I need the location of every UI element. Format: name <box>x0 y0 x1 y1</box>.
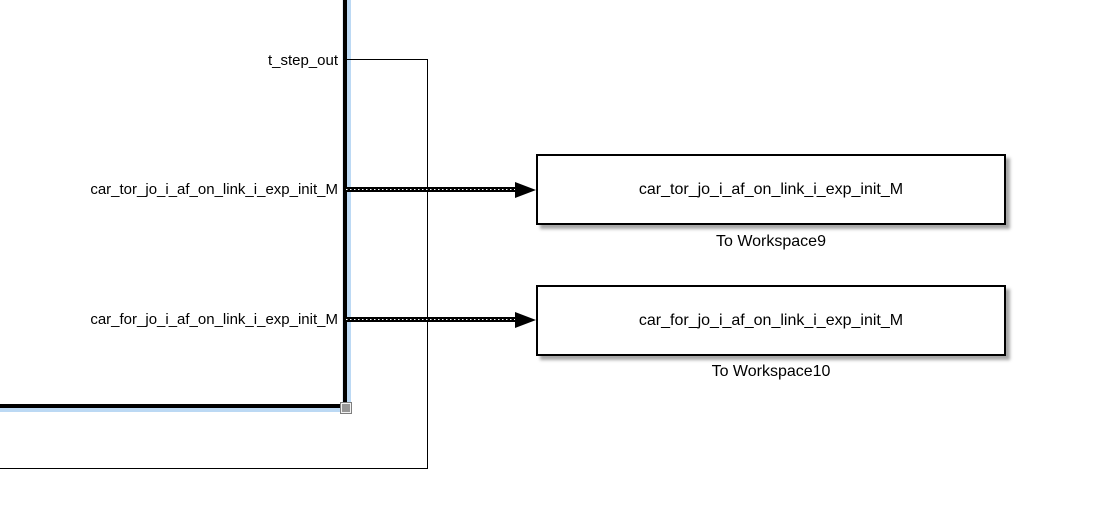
wire-t-step-out-bottom[interactable] <box>0 468 428 469</box>
arrowhead-car-tor-icon <box>515 182 536 198</box>
to-workspace10-name[interactable]: To Workspace10 <box>711 363 831 380</box>
to-workspace9-block[interactable]: car_tor_jo_i_af_on_link_i_exp_init_M <box>536 154 1006 225</box>
wire-t-step-out-vertical[interactable] <box>427 59 428 469</box>
to-workspace10-block[interactable]: car_for_jo_i_af_on_link_i_exp_init_M <box>536 285 1006 356</box>
wire-t-step-out-horizontal[interactable] <box>346 59 428 60</box>
subsystem-resize-handle[interactable] <box>341 403 351 413</box>
to-workspace9-name[interactable]: To Workspace9 <box>716 233 826 250</box>
arrowhead-car-for-icon <box>515 312 536 328</box>
port-label-t-step-out: t_step_out <box>267 52 338 69</box>
port-label-car-for: car_for_jo_i_af_on_link_i_exp_init_M <box>90 311 338 328</box>
wire-car-tor-signal[interactable] <box>346 187 516 192</box>
wire-car-for-signal[interactable] <box>346 317 516 322</box>
port-label-car-tor: car_tor_jo_i_af_on_link_i_exp_init_M <box>90 181 338 198</box>
subsystem-block-right-edge[interactable] <box>342 0 351 408</box>
to-workspace9-variable: car_tor_jo_i_af_on_link_i_exp_init_M <box>638 180 904 198</box>
subsystem-block-bottom-edge[interactable] <box>0 404 346 412</box>
to-workspace10-variable: car_for_jo_i_af_on_link_i_exp_init_M <box>638 311 904 329</box>
